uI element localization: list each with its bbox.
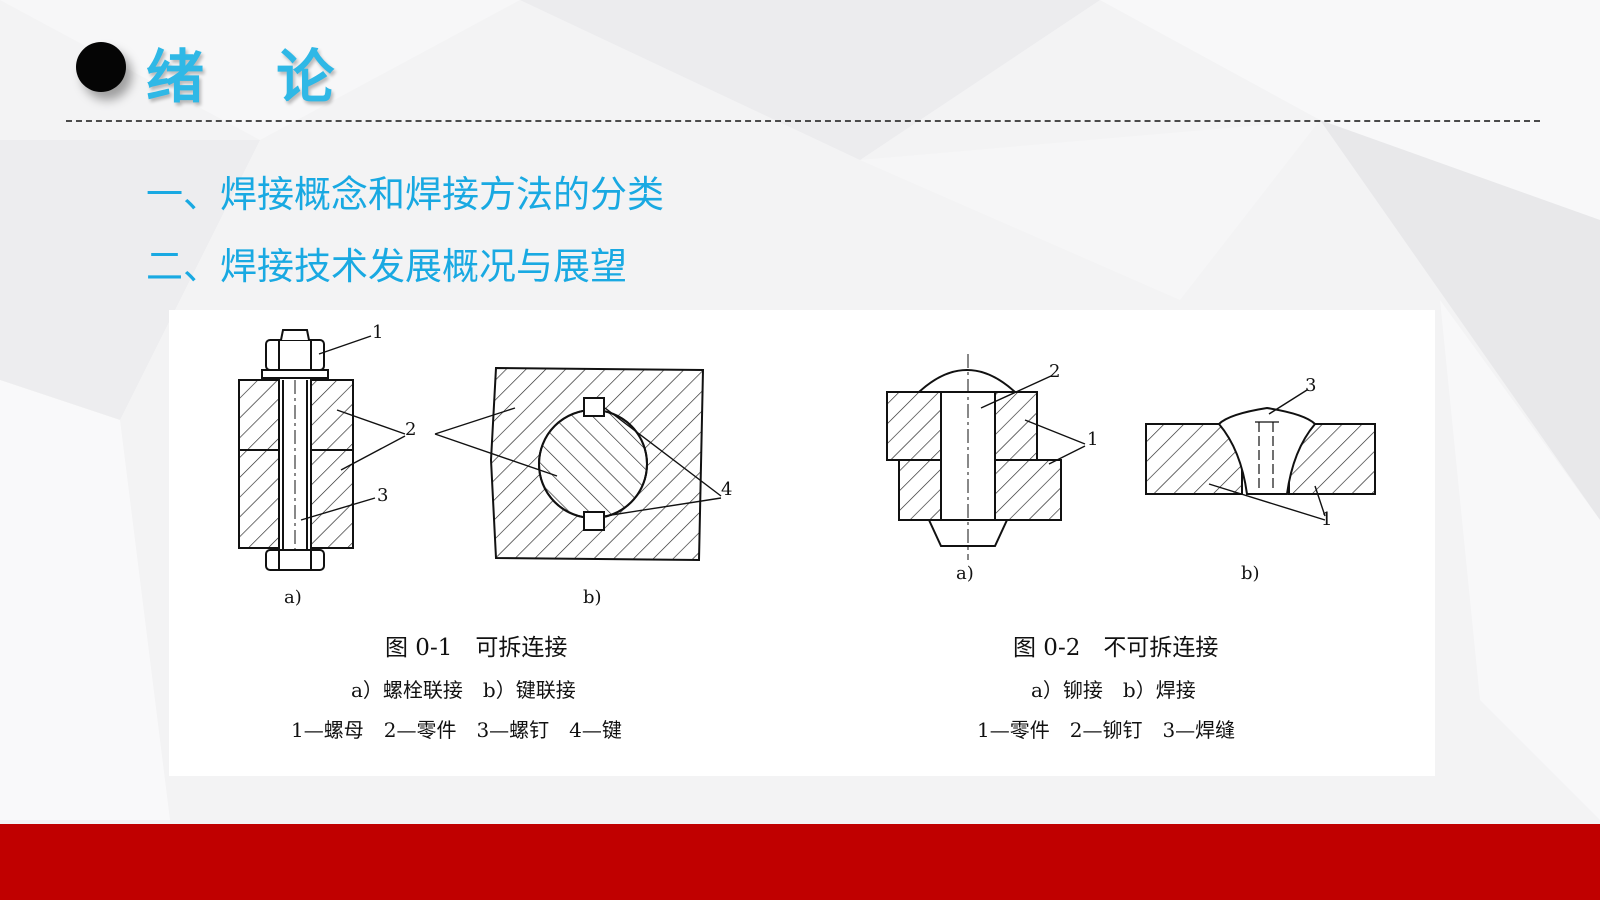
fig2-caption-line2: 1—零件 2—铆钉 3—焊缝 (977, 718, 1236, 742)
fig2-caption-line1: a）铆接 b）焊接 (1031, 678, 1196, 702)
bolt-joint-drawing (238, 329, 406, 571)
callout-3-weld: 3 (1305, 375, 1317, 396)
weld-joint-drawing (1145, 389, 1376, 521)
title-divider (66, 120, 1540, 122)
callout-1-nut: 1 (372, 322, 384, 343)
fig1-caption: 图 0-1 可拆连接 (385, 635, 568, 661)
callout-4-key: 4 (721, 479, 733, 500)
figure-panel: 1 2 3 4 2 1 3 1 a) b) a) b) 图 0-1 可拆连接 a… (169, 310, 1435, 776)
callout-1-parts: 1 (1087, 429, 1099, 450)
fig2-sub-a-label: a) (956, 563, 974, 584)
fig1-sub-b-label: b) (583, 587, 602, 608)
outline-item: 二、焊接技术发展概况与展望 (146, 245, 627, 288)
fig1-caption-line1: a）螺栓联接 b）键联接 (351, 678, 576, 702)
outline-list: 一、焊接概念和焊接方法的分类 二、焊接技术发展概况与展望 (146, 168, 664, 312)
fig1-caption-line2: 1—螺母 2—零件 3—螺钉 4—键 (291, 718, 622, 742)
rivet-joint-drawing (886, 354, 1086, 560)
callout-1-weld-parts: 1 (1321, 509, 1333, 530)
fig1-sub-a-label: a) (284, 587, 302, 608)
callout-3-screw: 3 (377, 485, 389, 506)
footer-bar (0, 824, 1600, 900)
key-joint-drawing (434, 366, 722, 562)
callout-2-rivet: 2 (1049, 361, 1061, 382)
title-bullet (76, 42, 126, 92)
page-title: 绪 论 (146, 43, 361, 111)
callout-2-parts: 2 (405, 419, 417, 440)
outline-item: 一、焊接概念和焊接方法的分类 (146, 173, 664, 216)
fig2-sub-b-label: b) (1241, 563, 1260, 584)
engineering-drawings (238, 329, 1376, 571)
fig2-caption: 图 0-2 不可拆连接 (1013, 635, 1219, 661)
